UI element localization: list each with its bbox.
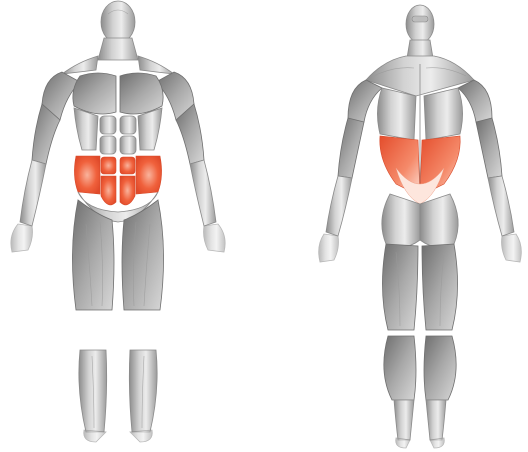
back-lower-leg-left xyxy=(394,400,414,440)
front-serratus-left xyxy=(74,108,98,150)
front-shin-right xyxy=(129,350,157,432)
back-lower-leg-right xyxy=(426,400,446,440)
front-trapezius xyxy=(62,56,98,74)
front-pectoral-left xyxy=(73,73,116,114)
front-head xyxy=(101,1,135,43)
back-gluteus-right xyxy=(420,194,458,247)
front-foot-left xyxy=(84,430,106,442)
back-body-figure xyxy=(264,0,528,452)
back-deltoid-left xyxy=(348,80,382,123)
back-calf-left xyxy=(384,336,416,400)
back-hand-right xyxy=(502,234,522,262)
back-upper-back-left xyxy=(377,88,416,140)
back-head xyxy=(406,5,434,43)
back-gluteus-left xyxy=(382,194,420,247)
external-oblique-left xyxy=(74,156,100,194)
front-body-svg xyxy=(0,0,264,452)
back-triceps-left xyxy=(338,118,364,178)
back-body-svg xyxy=(264,0,528,452)
back-deltoid-right xyxy=(458,80,492,123)
front-neck xyxy=(98,38,138,60)
front-forearm-left xyxy=(20,160,46,226)
back-hand-left xyxy=(319,234,339,262)
rectus-abdominis xyxy=(101,157,135,205)
front-upper-abs xyxy=(100,116,136,154)
front-trapezius-right xyxy=(138,56,174,74)
back-calf-right xyxy=(424,336,456,400)
front-foot-right xyxy=(130,430,152,442)
back-triceps-right xyxy=(476,118,502,178)
front-forearm-right xyxy=(190,160,216,226)
front-body-figure xyxy=(0,0,264,452)
front-shin-left xyxy=(79,350,107,432)
back-foot-left xyxy=(396,438,410,448)
back-forearm-left xyxy=(326,176,352,236)
front-hand-left xyxy=(11,224,33,252)
back-forearm-right xyxy=(488,176,514,236)
front-pectoral-right xyxy=(120,73,163,114)
external-oblique-right xyxy=(136,156,162,194)
back-foot-right xyxy=(430,438,444,448)
front-serratus-right xyxy=(138,108,162,150)
back-upper-back-right xyxy=(424,88,463,140)
front-hand-right xyxy=(204,224,226,252)
